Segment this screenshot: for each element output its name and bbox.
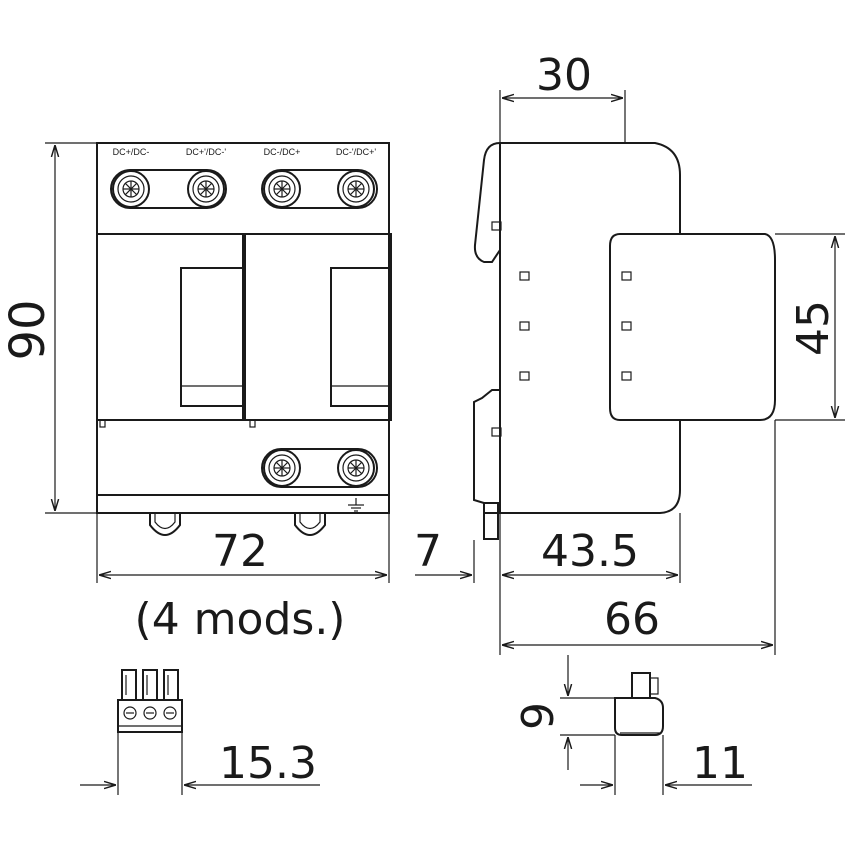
ground-symbol-icon (348, 498, 364, 512)
clip-width-dimension: 11 (692, 738, 748, 789)
modules-note: (4 mods.) (135, 594, 346, 645)
screw-terminal-icon (187, 170, 225, 208)
front-view: DC+/DC- DC+'/DC-' DC-/DC+ DC-'/DC+' (0, 142, 392, 645)
terminal-label-1: DC+/DC- (113, 147, 150, 157)
top-dimension: 30 (536, 50, 592, 101)
module-right (244, 233, 392, 421)
right-dimension: 45 (788, 300, 839, 356)
side-view: 30 45 7 43.5 66 (414, 50, 845, 655)
connector-detail: 15.3 (80, 669, 320, 795)
screw-terminal-icon (112, 170, 150, 208)
clip-detail: 9 11 (513, 655, 752, 795)
terminal-label-3: DC-/DC+ (264, 147, 301, 157)
terminal-label-2: DC+'/DC-' (186, 147, 226, 157)
terminal-label-4: DC-'/DC+' (336, 147, 376, 157)
screw-terminal-icon (263, 449, 301, 487)
width-dimension: 72 (212, 526, 268, 577)
total-dimension: 66 (604, 594, 660, 645)
rail-dimension: 7 (414, 526, 442, 577)
body-dimension: 43.5 (541, 526, 639, 577)
connector-dimension: 15.3 (219, 738, 317, 789)
screw-terminal-icon (337, 449, 375, 487)
screw-terminal-icon (337, 170, 375, 208)
height-dimension: 90 (0, 299, 56, 360)
clip-height-dimension: 9 (513, 702, 564, 730)
terminal-labels: DC+/DC- DC+'/DC-' DC-/DC+ DC-'/DC+' (113, 147, 377, 157)
module-left (96, 233, 244, 421)
screw-terminal-icon (263, 170, 301, 208)
